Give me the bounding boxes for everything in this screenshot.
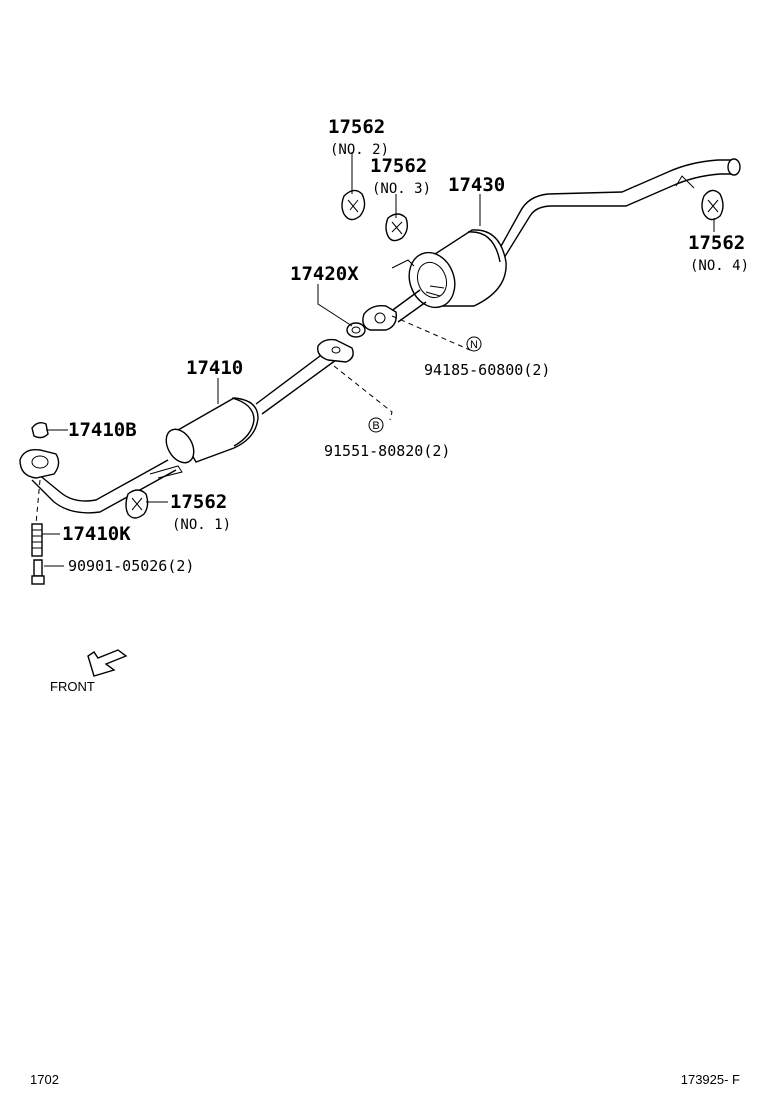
footer-left-code: 1702 bbox=[30, 1072, 59, 1087]
ref-marker-b: B bbox=[368, 417, 384, 433]
label-91551-80820[interactable]: 91551-80820(2) bbox=[324, 442, 450, 460]
svg-text:N: N bbox=[470, 339, 478, 351]
label-17562-no4[interactable]: 17562 bbox=[688, 232, 745, 254]
label-17410[interactable]: 17410 bbox=[186, 357, 243, 379]
label-17562-no2[interactable]: 17562 bbox=[328, 116, 385, 138]
label-17562-no3-sub: (NO. 3) bbox=[372, 181, 431, 197]
main-muffler bbox=[391, 229, 507, 309]
label-17430[interactable]: 17430 bbox=[448, 174, 505, 196]
label-17562-no1-sub: (NO. 1) bbox=[172, 517, 231, 533]
hanger-no2 bbox=[341, 189, 366, 221]
label-17420x[interactable]: 17420X bbox=[290, 263, 359, 285]
label-17562-no2-sub: (NO. 2) bbox=[330, 142, 389, 158]
hanger-no4 bbox=[701, 189, 724, 221]
front-pipe-assembly bbox=[19, 338, 354, 514]
label-17562-no4-sub: (NO. 4) bbox=[690, 258, 749, 274]
svg-text:B: B bbox=[372, 420, 379, 432]
gasket-flange-rear bbox=[346, 304, 397, 338]
front-arrow-icon bbox=[87, 649, 128, 677]
label-94185-60800[interactable]: 94185-60800(2) bbox=[424, 361, 550, 379]
hanger-no1 bbox=[125, 489, 149, 519]
ref-marker-n: N bbox=[466, 336, 482, 352]
spring-17410k bbox=[31, 523, 43, 557]
tail-pipe bbox=[499, 158, 741, 259]
label-17562-no3[interactable]: 17562 bbox=[370, 155, 427, 177]
leader-lines bbox=[42, 152, 715, 567]
mid-pipe-inlet bbox=[389, 289, 427, 323]
bolt-90901 bbox=[31, 559, 45, 585]
hanger-no3 bbox=[385, 213, 409, 242]
label-17410k[interactable]: 17410K bbox=[62, 523, 131, 545]
footer-right-code: 173925- F bbox=[681, 1072, 740, 1087]
label-17562-no1[interactable]: 17562 bbox=[170, 491, 227, 513]
front-label: FRONT bbox=[50, 679, 95, 694]
label-90901-05026[interactable]: 90901-05026(2) bbox=[68, 557, 194, 575]
label-17410b[interactable]: 17410B bbox=[68, 419, 137, 441]
gasket-17410b bbox=[31, 421, 49, 439]
